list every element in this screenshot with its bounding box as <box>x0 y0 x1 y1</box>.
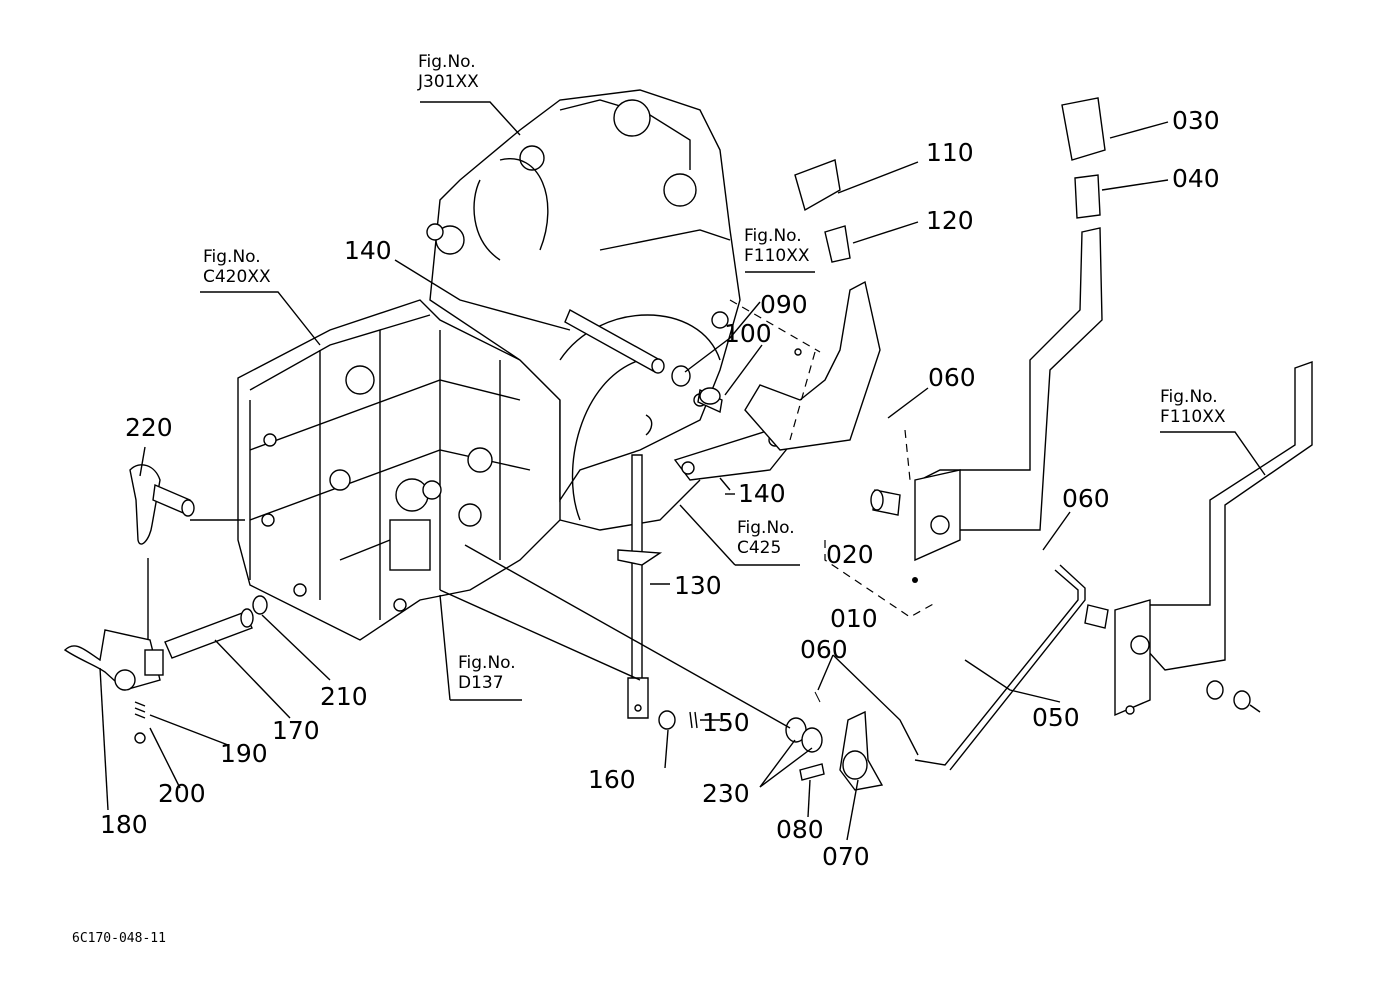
shift-fork-180 <box>63 629 164 691</box>
ring-210 <box>252 595 268 615</box>
fig-ref-label: Fig.No. <box>418 52 476 72</box>
bushing-020 <box>870 489 901 516</box>
lever-220 <box>129 464 195 545</box>
part-label-060-upper: 060 <box>928 363 976 392</box>
lever-070 <box>799 710 884 791</box>
bushing-100 <box>697 387 723 414</box>
fig-ref-d137: Fig.No. D137 <box>458 653 516 693</box>
fig-ref-code: C420XX <box>203 267 271 287</box>
part-label-040: 040 <box>1172 164 1220 193</box>
part-label-070: 070 <box>822 842 870 871</box>
part-label-050: 050 <box>1032 703 1080 732</box>
part-label-080: 080 <box>776 815 824 844</box>
rod-050-edge <box>949 564 1086 771</box>
shaft-140 <box>564 309 665 374</box>
leader-lines <box>99 101 1266 841</box>
part-label-110: 110 <box>926 138 974 167</box>
ball-200 <box>134 732 146 744</box>
part-label-190: 190 <box>220 739 268 768</box>
part-label-030: 030 <box>1172 106 1220 135</box>
part-label-060-right: 060 <box>1062 484 1110 513</box>
pedal-assembly-far-right <box>1084 361 1313 717</box>
part-label-150: 150 <box>702 708 750 737</box>
ring-090 <box>671 365 691 387</box>
part-label-220: 220 <box>125 413 173 442</box>
fig-ref-code: F110XX <box>744 246 810 266</box>
part-label-060-lower: 060 <box>800 635 848 664</box>
spring-190 <box>134 701 146 719</box>
part-label-020: 020 <box>826 540 874 569</box>
fig-ref-label: Fig.No. <box>1160 387 1218 407</box>
fig-ref-code: F110XX <box>1160 407 1226 427</box>
pin-060-lower <box>814 691 821 703</box>
fig-ref-f110xx-upper: Fig.No. F110XX <box>744 226 810 266</box>
pedal-arm-right <box>912 97 1106 583</box>
part-label-120: 120 <box>926 206 974 235</box>
rod-130 <box>617 414 663 719</box>
fig-ref-label: Fig.No. <box>458 653 516 673</box>
part-label-160: 160 <box>588 765 636 794</box>
diagram-code: 6C170-048-11 <box>72 931 166 946</box>
rod-050 <box>914 569 1079 766</box>
part-label-130: 130 <box>674 571 722 600</box>
fig-ref-code: C425 <box>737 538 782 558</box>
fig-ref-c420xx: Fig.No. C420XX <box>203 247 271 287</box>
o-ring-230-b <box>801 727 823 753</box>
washer-160 <box>658 710 676 730</box>
fig-ref-c425: Fig.No. C425 <box>737 518 795 558</box>
transmission-case-rear <box>426 89 741 531</box>
part-label-090: 090 <box>760 290 808 319</box>
shift-shaft-170 <box>164 608 254 659</box>
pin-150 <box>689 711 698 729</box>
part-label-230: 230 <box>702 779 750 808</box>
transmission-case-front <box>237 299 561 641</box>
fig-ref-code: D137 <box>458 673 504 693</box>
part-label-200: 200 <box>158 779 206 808</box>
fig-ref-label: Fig.No. <box>744 226 802 246</box>
part-label-140-upper: 140 <box>344 236 392 265</box>
part-label-170: 170 <box>272 716 320 745</box>
fig-ref-code: J301XX <box>418 72 479 92</box>
part-label-140-lower: 140 <box>738 479 786 508</box>
pedal-arm-left <box>744 159 881 451</box>
part-label-180: 180 <box>100 810 148 839</box>
part-label-210: 210 <box>320 682 368 711</box>
fig-ref-label: Fig.No. <box>203 247 261 267</box>
fig-ref-f110xx-right: Fig.No. F110XX <box>1160 387 1226 427</box>
part-label-010: 010 <box>830 604 878 633</box>
fig-ref-j301xx: Fig.No. J301XX <box>418 52 479 92</box>
fig-ref-label: Fig.No. <box>737 518 795 538</box>
part-label-100: 100 <box>724 319 772 348</box>
